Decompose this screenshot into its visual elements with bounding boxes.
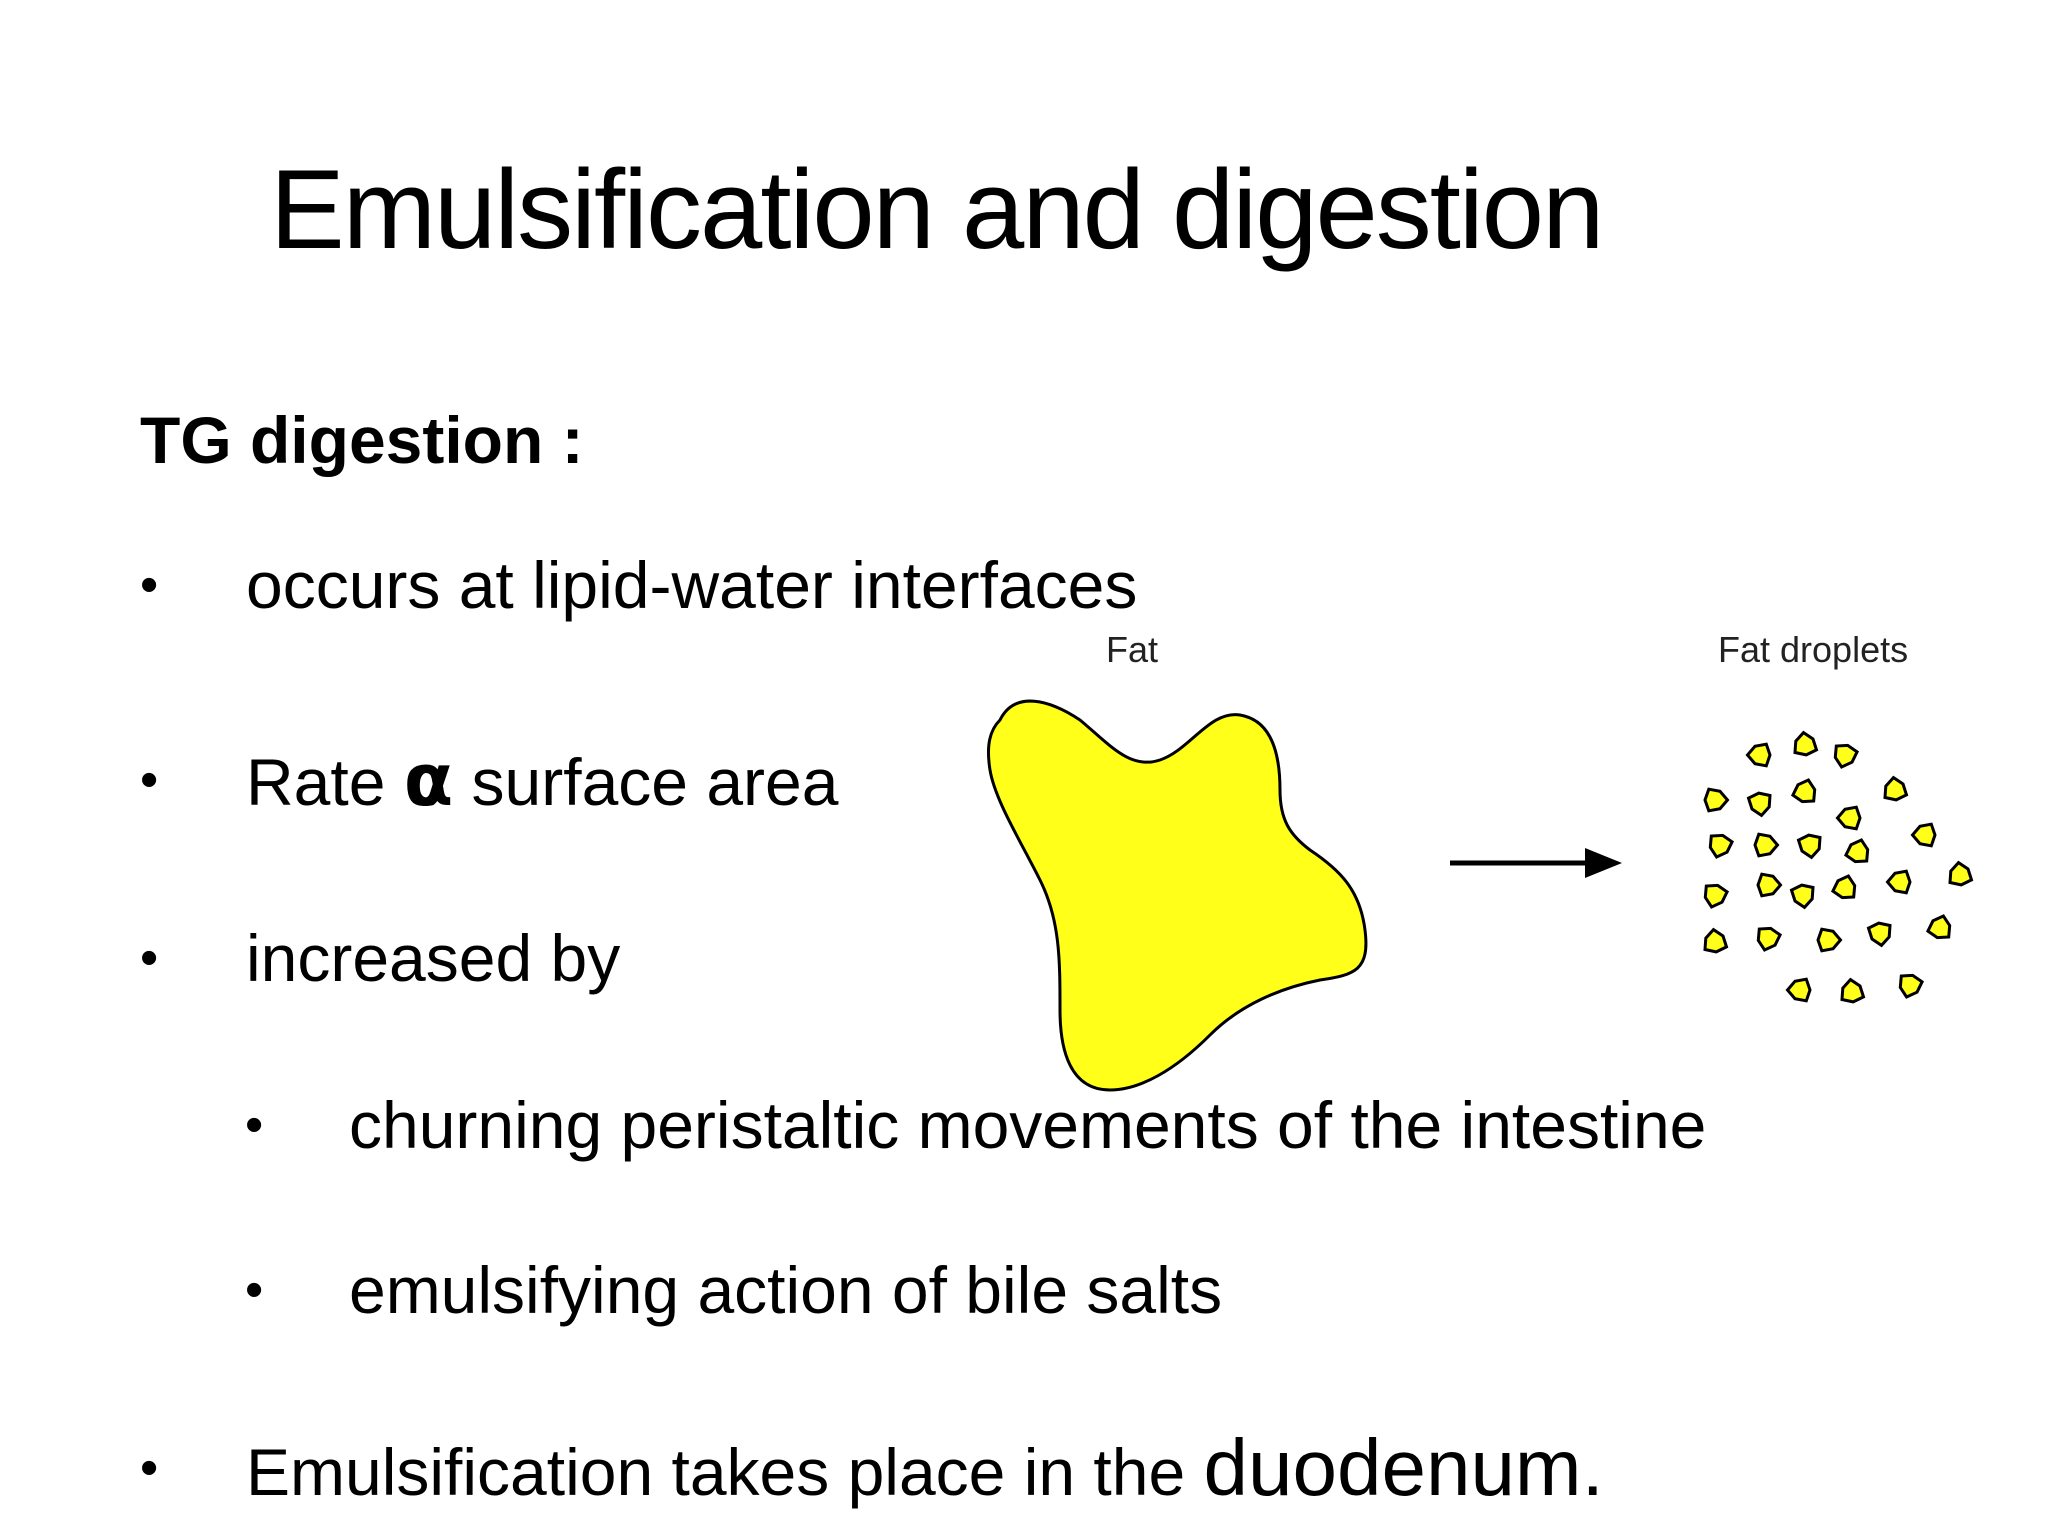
fat-droplet-icon — [1790, 778, 1817, 804]
fat-droplet-icon — [1840, 977, 1866, 1004]
fat-droplet-icon — [1756, 926, 1783, 952]
emulsification-figure: Fat Fat droplets — [960, 620, 1980, 1110]
bullet-text: Rate α surface area — [246, 740, 838, 822]
fat-droplet-icon — [1796, 833, 1822, 860]
fat-droplet-icon — [1703, 883, 1730, 909]
fat-droplet-icon — [1793, 730, 1819, 757]
bullet-text: emulsifying action of bile salts — [349, 1253, 1223, 1327]
fat-droplet-icon — [1885, 869, 1912, 895]
fat-droplet-icon — [1753, 832, 1780, 858]
fat-droplet-icon — [1746, 791, 1772, 818]
fat-droplet-icon — [1830, 874, 1857, 900]
tg-digestion-heading: TG digestion : — [140, 403, 584, 477]
fat-droplet-icon — [1835, 805, 1862, 831]
fat-droplet-icon — [1703, 927, 1729, 954]
fat-droplet-icon — [1816, 927, 1843, 953]
bullet-dot-icon: • — [140, 556, 159, 614]
fat-droplet-icon — [1898, 973, 1925, 999]
fat-droplet-icon — [1785, 977, 1812, 1003]
bullet-dot-icon: • — [140, 1439, 159, 1497]
bullet-text: occurs at lipid-water interfaces — [246, 548, 1138, 622]
bullet-text: churning peristaltic movements of the in… — [349, 1088, 1707, 1162]
bullet-text: Emulsification takes place in the duoden… — [246, 1428, 1604, 1512]
bullet-text-suffix: surface area — [453, 745, 839, 819]
fat-droplet-icon — [1910, 822, 1937, 848]
bullet-dot-icon: • — [140, 751, 159, 809]
fat-blob-icon — [986, 699, 1368, 1092]
fat-droplet-icon — [1703, 787, 1730, 813]
figure-drawing — [986, 699, 1974, 1092]
slide-title: Emulsification and digestion — [270, 147, 1604, 272]
fat-droplet-icon — [1745, 742, 1772, 768]
bullet-dot-icon: • — [140, 929, 159, 987]
bullet-text-prefix: Emulsification takes place in the — [246, 1435, 1204, 1509]
fat-droplet-icon — [1866, 921, 1892, 948]
bullet-text-prefix: Rate — [246, 745, 404, 819]
proportional-symbol: α — [403, 738, 454, 822]
fat-label: Fat — [1106, 629, 1159, 670]
fat-droplets-group — [1703, 730, 1974, 1004]
bullet-dot-icon: • — [245, 1261, 264, 1319]
duodenum-word: duodenum. — [1203, 1423, 1604, 1512]
fat-droplet-icon — [1833, 743, 1860, 769]
bullet-dot-icon: • — [245, 1096, 264, 1154]
fat-droplets-label: Fat droplets — [1718, 629, 1909, 670]
fat-droplet-icon — [1925, 914, 1952, 940]
fat-droplet-icon — [1708, 833, 1735, 859]
fat-droplet-icon — [1756, 872, 1783, 898]
fat-droplet-icon — [1883, 775, 1909, 802]
bullet-text: increased by — [246, 921, 621, 995]
fat-droplet-icon — [1789, 883, 1815, 910]
arrow-right-icon — [1450, 848, 1622, 878]
fat-droplet-icon — [1948, 860, 1974, 887]
fat-droplet-icon — [1843, 838, 1870, 864]
